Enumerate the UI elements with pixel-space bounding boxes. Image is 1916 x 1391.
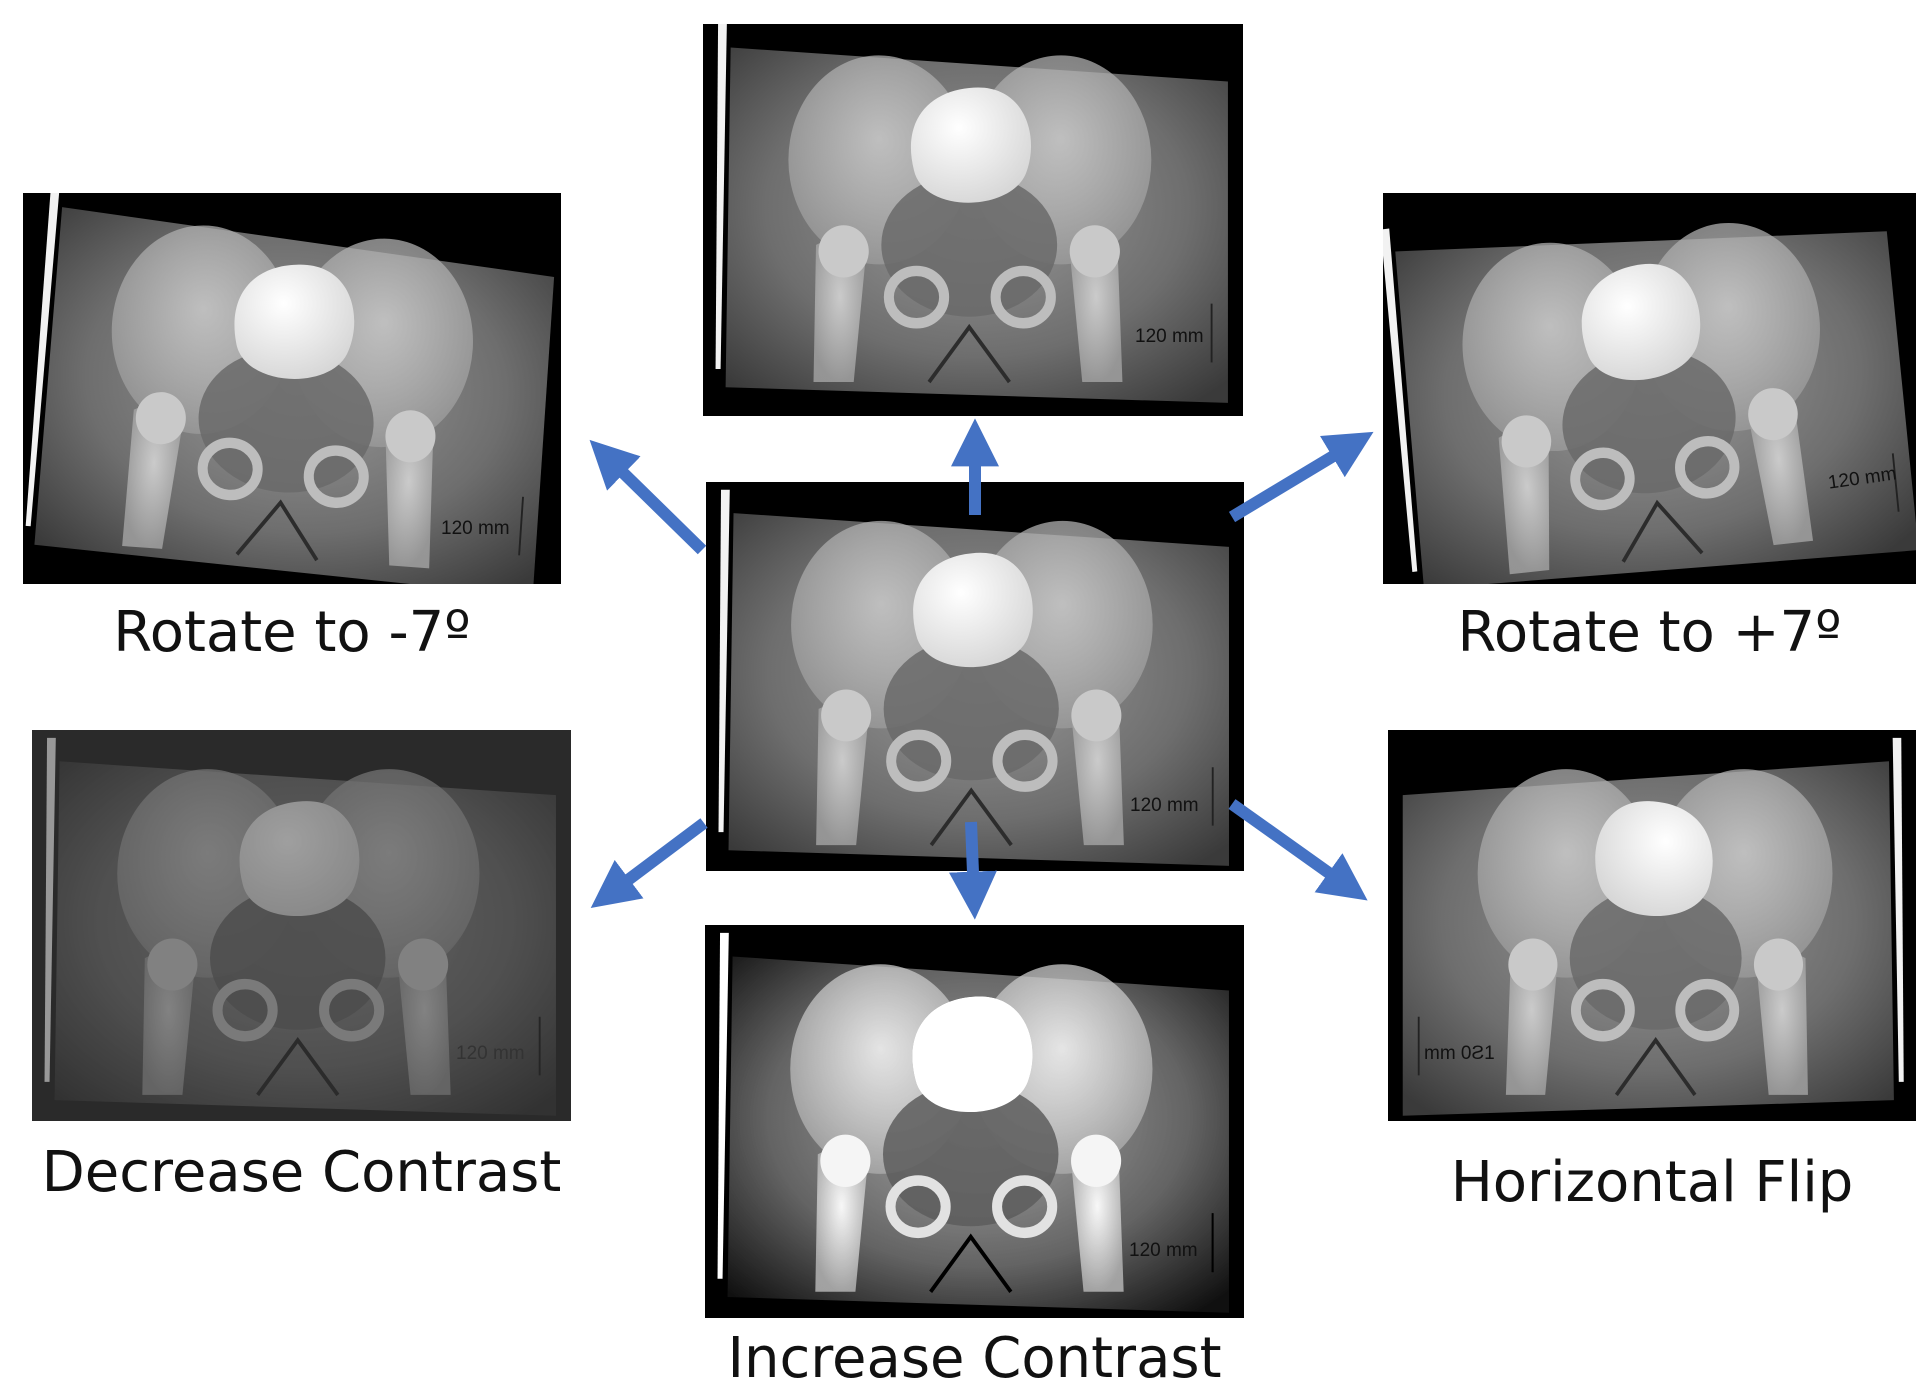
xray-rotate-pos: 120 mm	[1383, 193, 1916, 584]
xray-original: 120 mm	[706, 482, 1244, 871]
label-rotate-neg: Rotate to -7º	[23, 600, 561, 665]
label-horizontal-flip: Horizontal Flip	[1388, 1150, 1916, 1215]
xray-decrease-contrast: 120 mm	[32, 730, 571, 1121]
xray-top-variant: 120 mm	[703, 24, 1243, 416]
label-rotate-pos: Rotate to +7º	[1383, 600, 1916, 665]
scale-label: 120 mm	[441, 518, 510, 540]
scale-label: 120 mm	[1130, 795, 1199, 817]
arrow-to-rotate-pos	[1232, 443, 1355, 517]
scale-label-flipped: mm 0Ƨ1	[1424, 1043, 1495, 1065]
scale-label: 120 mm	[456, 1043, 525, 1065]
arrow-to-horizontal-flip	[1232, 804, 1350, 888]
arrow-to-decrease-contrast	[608, 823, 704, 895]
xray-image-top	[703, 24, 1243, 416]
label-decrease-contrast: Decrease Contrast	[32, 1140, 571, 1205]
arrow-to-rotate-neg	[605, 455, 702, 550]
xray-increase-contrast: 120 mm	[705, 925, 1244, 1318]
xray-rotate-neg: 120 mm	[23, 193, 561, 584]
scale-label: 120 mm	[1135, 326, 1204, 348]
label-increase-contrast: Increase Contrast	[705, 1326, 1244, 1391]
scale-label: 120 mm	[1129, 1240, 1198, 1262]
xray-horizontal-flip: mm 0Ƨ1	[1388, 730, 1916, 1121]
xray-image-rotate-pos	[1383, 193, 1916, 584]
